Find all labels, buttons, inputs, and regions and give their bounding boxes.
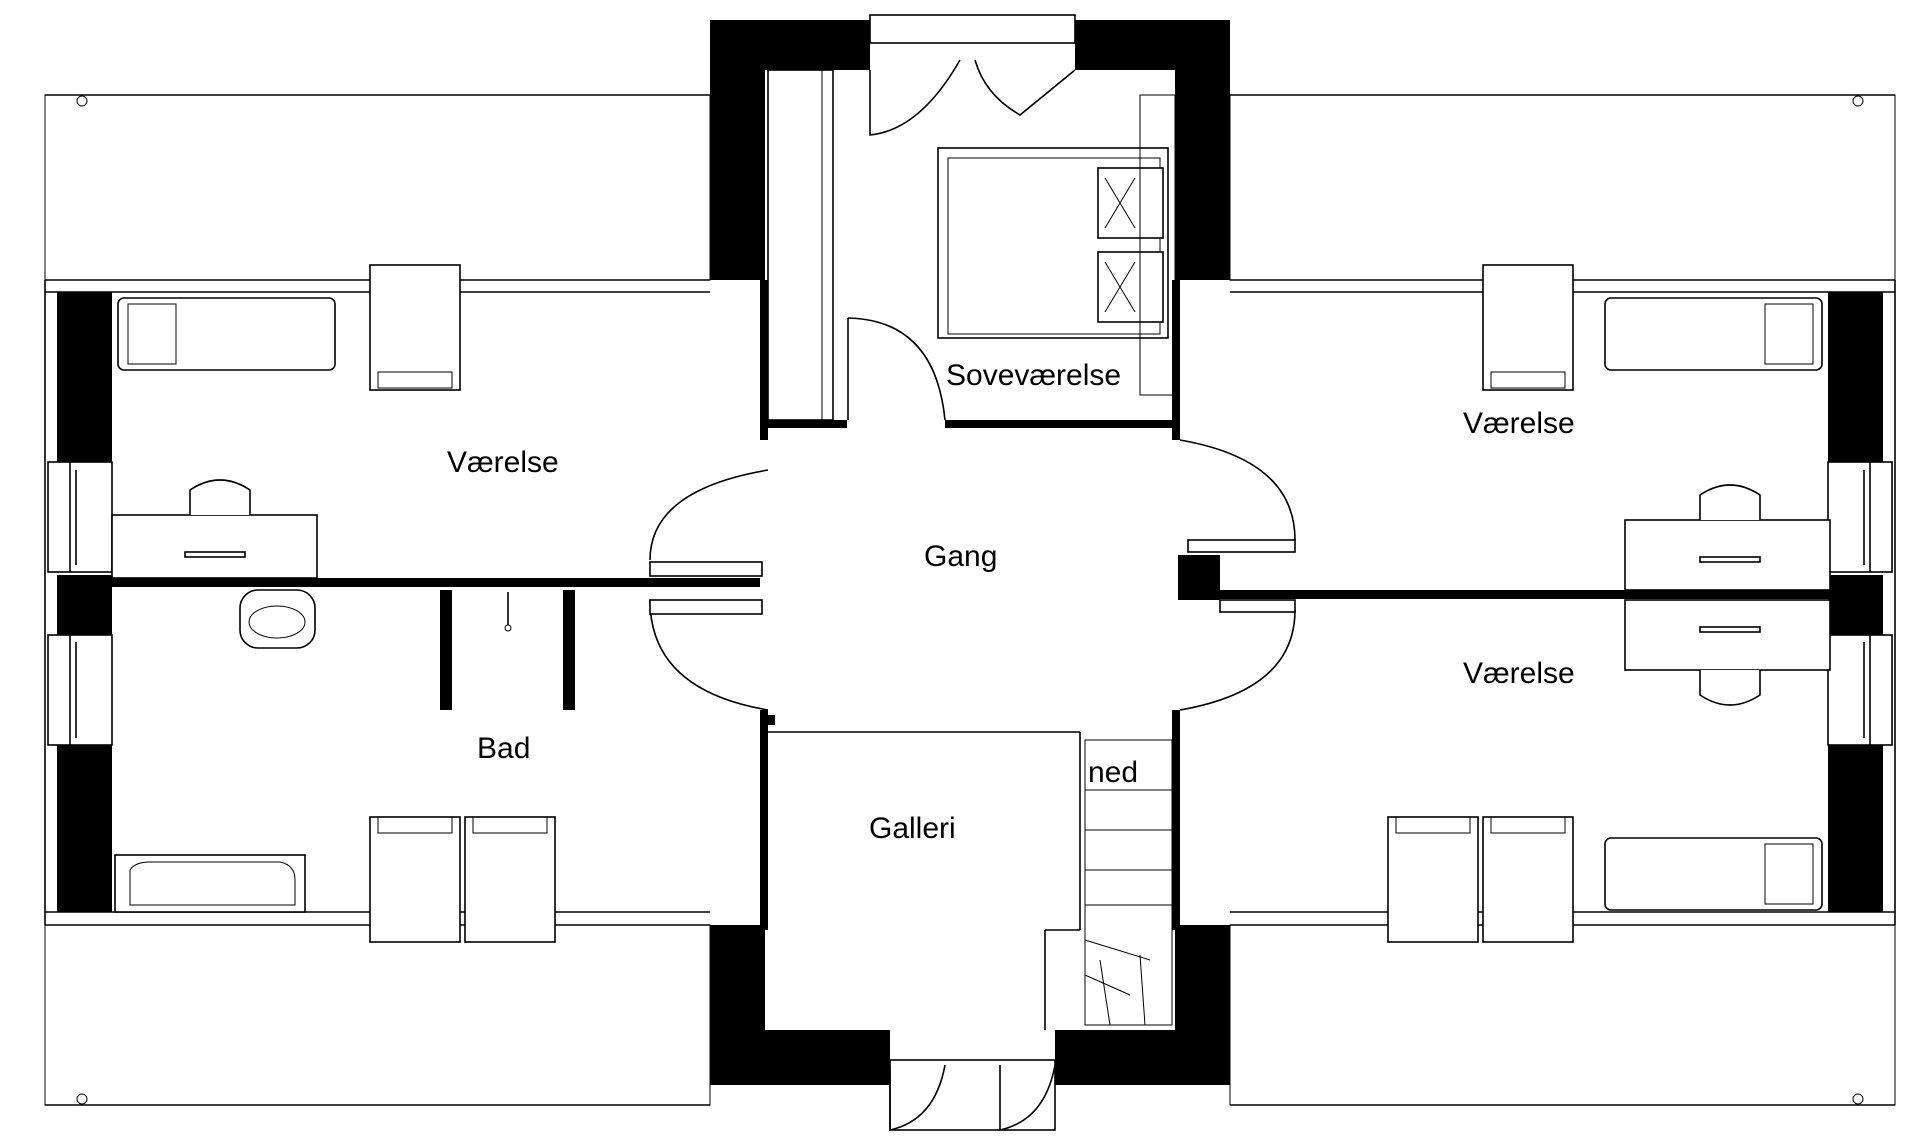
double-bed — [937, 147, 1169, 339]
roof-window-1 — [369, 264, 461, 391]
room-label-bedroom: Soveværelse — [946, 359, 1121, 392]
bed-top-left — [117, 297, 336, 371]
stair-label: ned — [1088, 756, 1138, 789]
roof-window-6 — [1482, 816, 1574, 943]
desk-left — [111, 479, 318, 579]
window-left-upper — [47, 461, 113, 573]
room-label-gallery: Galleri — [869, 812, 956, 845]
roof-bottom-left — [44, 924, 711, 1106]
bed-bottom-right — [1604, 837, 1823, 911]
room-label-bathroom: Bad — [477, 732, 530, 765]
shower-fixture — [504, 592, 512, 632]
bed-top-right — [1604, 297, 1823, 371]
desk-right-lower — [1624, 599, 1831, 706]
roof-window-4 — [464, 816, 556, 943]
roof-window-5 — [1387, 816, 1479, 943]
wardrobe — [767, 69, 834, 421]
bathtub — [114, 854, 306, 913]
window-left-lower — [47, 634, 113, 746]
roof-top-left — [44, 94, 711, 281]
bathroom-sink — [239, 589, 316, 649]
window-right-upper — [1827, 461, 1893, 573]
room-label-room-top-right: Værelse — [1463, 407, 1575, 440]
roof-window-3 — [369, 816, 461, 943]
roof-window-2 — [1482, 264, 1574, 391]
room-label-room-top-left: Værelse — [447, 446, 559, 479]
roof-top-right — [1229, 94, 1896, 281]
room-label-room-bottom-right: Værelse — [1463, 657, 1575, 690]
door-swings — [649, 317, 1296, 711]
window-right-lower — [1827, 634, 1893, 746]
roof-bottom-right — [1229, 924, 1896, 1106]
gallery-rail — [768, 731, 1081, 1030]
walls — [57, 20, 1883, 1085]
desk-right-upper — [1624, 484, 1831, 591]
room-label-hallway: Gang — [924, 540, 997, 573]
staircase — [1084, 739, 1173, 1026]
top-door — [869, 14, 1076, 136]
bottom-doors — [889, 1059, 1056, 1131]
